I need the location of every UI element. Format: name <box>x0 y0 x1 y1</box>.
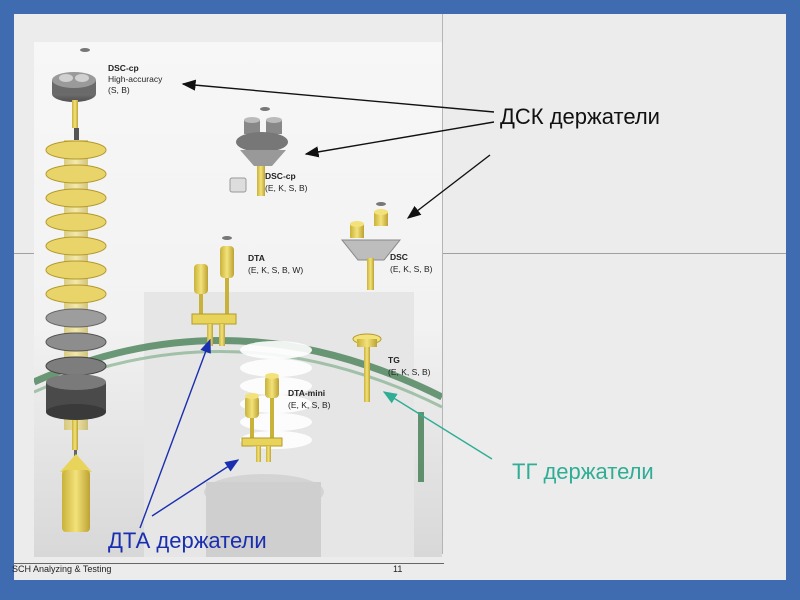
dta-mini-holder <box>241 373 283 462</box>
dta-holders-caption: ДТА держатели <box>108 528 267 553</box>
sample-holders-photo: DSC-cp High-accuracy (S, B) DSC-cp (E, K… <box>34 42 442 557</box>
label-dta-mini-title: DTA-mini <box>288 388 325 398</box>
label-dta-mini-line2: (E, K, S, B) <box>288 400 331 410</box>
label-dsc-cp-ha-title: DSC-cp <box>108 63 139 73</box>
label-dsc-cp-ha-line3: (S, B) <box>108 85 130 95</box>
label-dsc-cp-line2: (E, K, S, B) <box>265 183 308 193</box>
dsc-cp-holder <box>229 107 288 196</box>
label-tg-title: TG <box>388 355 400 365</box>
label-dsc-cp-title: DSC-cp <box>265 171 296 181</box>
label-dta-line2: (E, K, S, B, W) <box>248 265 303 275</box>
label-tg-line2: (E, K, S, B) <box>388 367 431 377</box>
tg-holders-caption: ТГ держатели <box>512 459 654 484</box>
slide-vertical-rule <box>442 14 443 554</box>
stack-discs <box>45 140 107 376</box>
footer-rule <box>14 563 444 564</box>
label-dsc-cp-ha-line2: High-accuracy <box>108 74 163 84</box>
label-dsc-title: DSC <box>390 252 408 262</box>
dta-holder <box>191 236 237 346</box>
footer-company: SCH Analyzing & Testing <box>12 564 112 574</box>
dsc-holder <box>340 202 402 290</box>
dsk-holders-caption: ДСК держатели <box>500 104 660 129</box>
dsc-cp-stack <box>45 48 107 532</box>
tg-holder <box>352 333 382 402</box>
label-dsc-line2: (E, K, S, B) <box>390 264 433 274</box>
label-dta-title: DTA <box>248 253 265 263</box>
page-number: 11 <box>393 564 403 574</box>
